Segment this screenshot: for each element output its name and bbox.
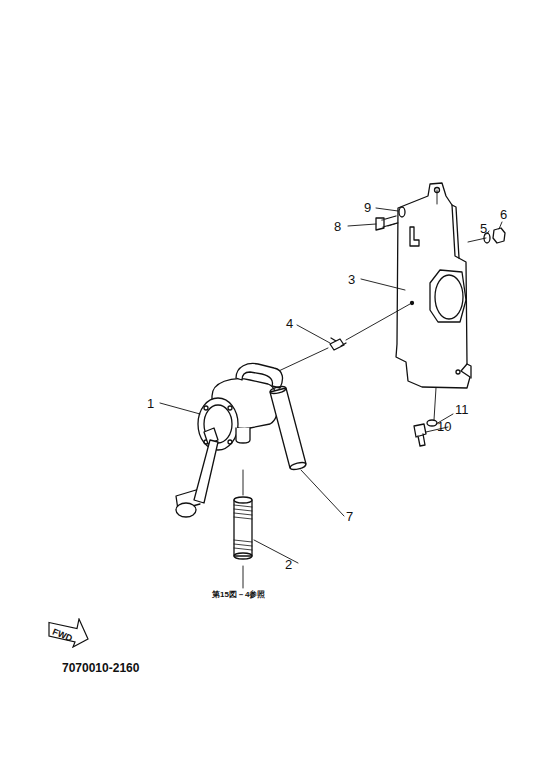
callout-number: 8 xyxy=(334,220,341,233)
pipe-fitting xyxy=(234,500,252,556)
callout-number: 1 xyxy=(147,397,154,410)
callout-number: 6 xyxy=(500,208,507,221)
leader-line xyxy=(160,208,502,563)
nut xyxy=(493,228,505,243)
reference-note: 第15図－4参照 xyxy=(212,591,265,599)
callout-number: 3 xyxy=(348,273,355,286)
washer xyxy=(399,207,405,217)
pump-inlet xyxy=(236,428,250,443)
washer xyxy=(427,420,437,426)
bolt xyxy=(376,216,397,230)
pump-handle xyxy=(176,440,218,510)
hose-end xyxy=(290,461,307,471)
bracket-plate xyxy=(396,183,470,388)
direction-arrow: FWD xyxy=(48,618,89,648)
plate-hole xyxy=(435,275,463,319)
callout-number: 7 xyxy=(346,510,353,523)
drawing-number: 7070010-2160 xyxy=(62,662,139,674)
bolt-head xyxy=(204,406,208,410)
plate-hole xyxy=(411,302,414,305)
callout-number: 11 xyxy=(455,403,469,416)
handle-grip xyxy=(176,503,196,517)
plate-edge xyxy=(452,205,471,378)
plate-cutout xyxy=(430,270,466,322)
hose xyxy=(270,388,306,468)
plate-hole xyxy=(456,370,460,374)
callout-number: 5 xyxy=(480,222,487,235)
bolt xyxy=(414,424,426,446)
thread xyxy=(234,505,252,550)
callout-number: 2 xyxy=(285,558,292,571)
pump-cover xyxy=(204,405,232,443)
callout-number: 4 xyxy=(286,317,293,330)
bolt-head xyxy=(228,406,232,410)
fitting xyxy=(330,338,346,350)
callout-number: 10 xyxy=(437,420,451,433)
fitting-end xyxy=(234,553,252,559)
callout-number: 9 xyxy=(364,201,371,214)
pump-outlet xyxy=(236,364,282,388)
hose-end xyxy=(270,385,287,395)
plate-slot xyxy=(410,227,419,246)
bolt-head xyxy=(228,440,232,444)
fitting-end xyxy=(234,497,252,503)
center-line xyxy=(243,190,486,588)
arrow-shape xyxy=(49,619,88,647)
